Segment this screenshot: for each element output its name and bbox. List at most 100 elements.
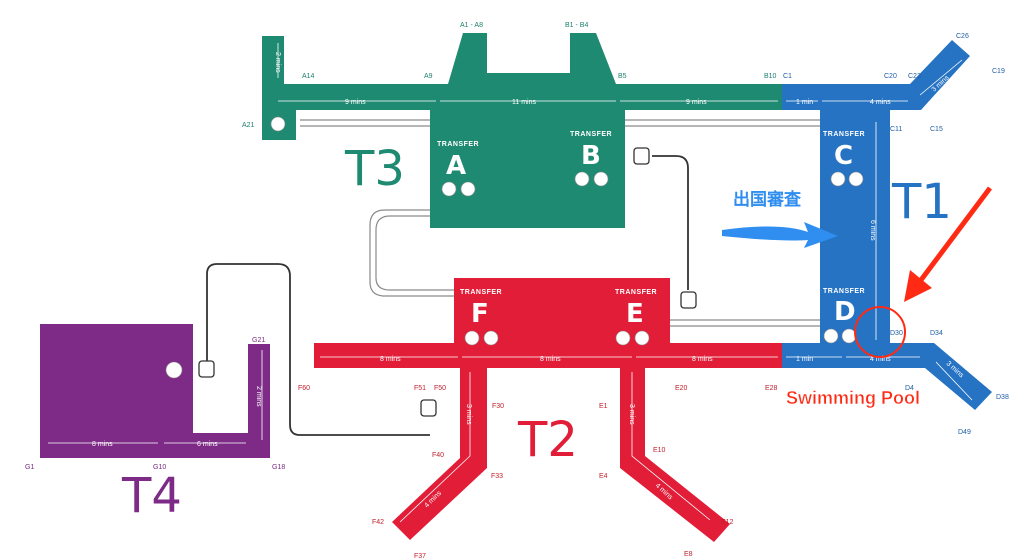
gate-label-f37: F37 [414, 553, 426, 560]
gate-label-c23: C23 [908, 73, 921, 80]
service-icons [165, 116, 864, 379]
time-t3-2: 2 mins [274, 52, 281, 73]
terminal-label-t3: T3 [344, 141, 405, 197]
time-t3-9a: 9 mins [345, 99, 366, 106]
gate-label-c20: C20 [884, 73, 897, 80]
gate-label-e4: E4 [599, 473, 608, 480]
transfer-label-d: TRANSFER [823, 288, 865, 295]
gate-label-d30: D30 [890, 330, 903, 337]
gate-label-d4: D4 [905, 385, 914, 392]
pool-pointer-arrowhead-icon [904, 270, 932, 302]
gate-label-e10: E10 [653, 447, 666, 454]
time-t2-3-right: 3 mins [628, 404, 635, 425]
gate-label-e1: E1 [599, 403, 608, 410]
bus-icons [198, 147, 697, 417]
transfer-label-f: TRANSFER [460, 289, 502, 296]
terminal-label-t4: T4 [121, 468, 182, 524]
gate-label-g1: G1 [25, 464, 34, 471]
swimming-pool-label: Swimming Pool [786, 388, 920, 408]
service-icon [841, 328, 857, 344]
t3-t2-skytrain [369, 209, 455, 297]
bus-icon [198, 360, 215, 378]
immigration-label: 出国審査 [733, 189, 802, 210]
time-t4-6: 6 mins [197, 441, 218, 448]
gate-label-d34: D34 [930, 330, 943, 337]
terminal-label-t1: T1 [891, 174, 952, 230]
terminal-label-t2: T2 [517, 412, 578, 468]
gate-label-f40: F40 [432, 452, 444, 459]
time-t1-4-bottom: 4 mins [870, 356, 891, 363]
immigration-annotation: 出国審査 [722, 189, 838, 248]
area-label-e: E [626, 299, 644, 329]
gate-label-c15: C15 [930, 126, 943, 133]
gate-label-b5: B5 [618, 73, 627, 80]
service-icon [483, 330, 499, 346]
terminal-2 [314, 278, 782, 542]
transfer-label-c: TRANSFER [823, 131, 865, 138]
gate-label-a9: A9 [424, 73, 433, 80]
gate-label-e12: E12 [721, 519, 734, 526]
gate-label-a21: A21 [242, 122, 255, 129]
immigration-arrow-icon [722, 222, 838, 248]
service-icon [848, 171, 864, 187]
terminal-4 [40, 324, 270, 458]
area-label-a: A [446, 151, 466, 181]
time-t2-8b: 8 mins [540, 356, 561, 363]
transfer-label-e: TRANSFER [615, 289, 657, 296]
gate-label-f42: F42 [372, 519, 384, 526]
time-t2-8a: 8 mins [380, 356, 401, 363]
area-label-c: C [834, 141, 853, 171]
swimming-pool-annotation: Swimming Pool [786, 186, 992, 408]
service-icon [823, 328, 839, 344]
gate-label-c11: C11 [890, 126, 902, 133]
area-label-d: D [834, 297, 856, 327]
area-label-b: B [581, 141, 601, 171]
gate-label-c26: C26 [956, 33, 969, 40]
t3-building [262, 33, 782, 228]
gate-label-e20: E20 [675, 385, 688, 392]
gate-label-e28: E28 [765, 385, 778, 392]
shuttle-routes [206, 155, 689, 436]
service-icon [574, 171, 590, 187]
terminal-1 [782, 40, 992, 410]
gate-label-f30: F30 [492, 403, 504, 410]
gate-label-b1-b4: B1 - B4 [565, 22, 588, 29]
time-t4-2: 2 mins [255, 386, 262, 407]
gate-label-f33: F33 [491, 473, 503, 480]
t1-building [782, 40, 992, 410]
area-label-f: F [471, 299, 489, 329]
service-icon [830, 171, 846, 187]
bus-icon [633, 147, 650, 165]
bus-icon [680, 291, 697, 309]
service-icon [270, 116, 286, 132]
time-t1-1: 1 min [796, 99, 813, 106]
gate-label-c19: C19 [992, 68, 1005, 75]
time-t3-11: 11 mins [512, 99, 536, 106]
service-icon [634, 330, 650, 346]
terminal-3 [262, 33, 782, 228]
time-t3-9b: 9 mins [686, 99, 707, 106]
time-t1-1-bottom: 1 min [796, 356, 813, 363]
service-icon [593, 171, 609, 187]
bus-icon [420, 399, 437, 417]
gate-label-f51: F51 [414, 385, 426, 392]
gate-label-d49: D49 [958, 429, 971, 436]
service-icon [615, 330, 631, 346]
gate-label-a1-a8: A1 - A8 [460, 22, 483, 29]
gate-label-c1: C1 [783, 73, 792, 80]
transfer-label-a: TRANSFER [437, 141, 479, 148]
shuttle-route-b-e [652, 155, 689, 290]
time-t4-8: 8 mins [92, 441, 113, 448]
walkway-markers [48, 43, 973, 523]
gate-label-d38: D38 [996, 394, 1009, 401]
gate-label-g10: G10 [153, 464, 166, 471]
gate-label-g21: G21 [252, 337, 265, 344]
gate-label-g18: G18 [272, 464, 285, 471]
time-t1-4: 4 mins [870, 99, 891, 106]
shuttle-route-t4-t2 [206, 263, 430, 436]
service-icon [460, 181, 476, 197]
t4-building [40, 324, 270, 458]
time-t1-6: 6 mins [869, 220, 876, 241]
gate-label-e8: E8 [684, 551, 693, 558]
